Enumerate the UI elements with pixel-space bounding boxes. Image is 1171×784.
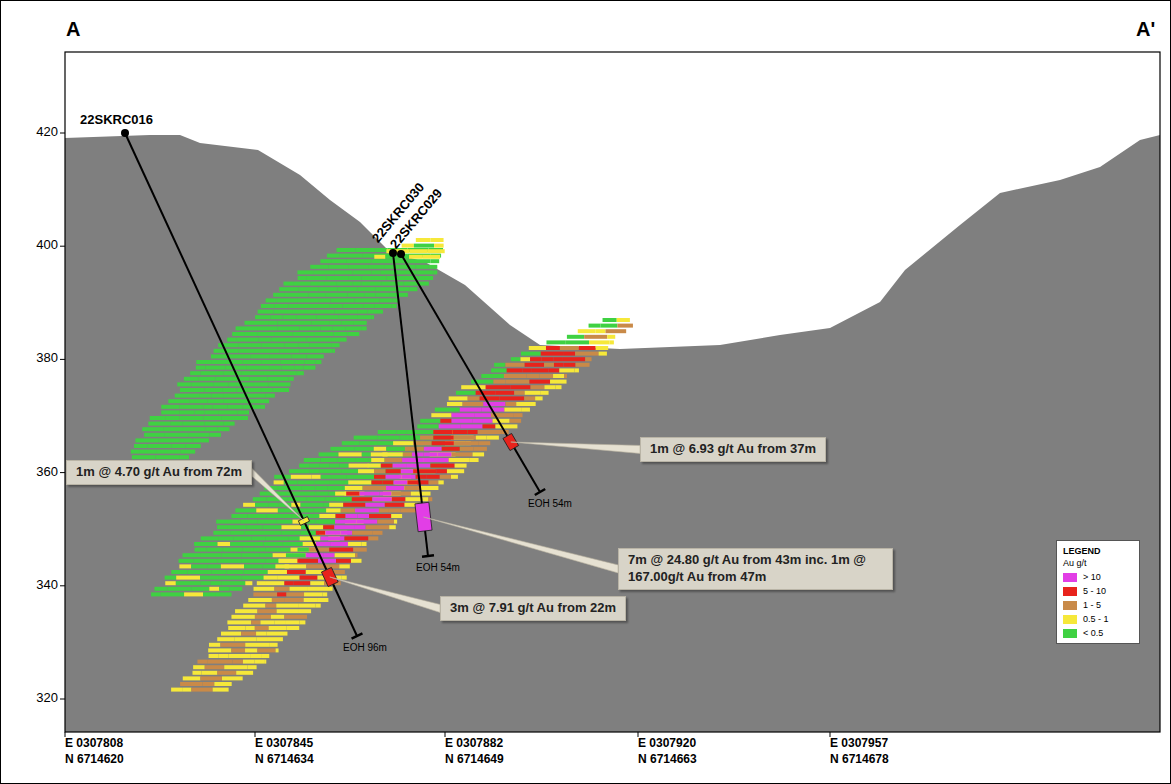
axis-tick xyxy=(60,585,65,586)
leader-line xyxy=(330,577,440,612)
axis-tick xyxy=(60,699,65,700)
axis-tick xyxy=(60,133,65,134)
legend-text: 0.5 - 1 xyxy=(1083,614,1109,624)
elevation-label: 340 xyxy=(36,578,58,593)
assay-text: 1m @ 6.93 g/t Au from 37m xyxy=(650,441,816,458)
drill-trace xyxy=(125,133,357,636)
leader-line xyxy=(511,442,640,453)
elevation-label: 420 xyxy=(36,125,58,140)
legend-row: 0.5 - 1 xyxy=(1063,614,1133,624)
drill-holes xyxy=(121,129,545,639)
legend-swatch xyxy=(1063,573,1077,582)
legend-swatch xyxy=(1063,615,1077,624)
legend-text: 5 - 10 xyxy=(1083,586,1106,596)
end-of-hole-label: EOH 96m xyxy=(343,642,387,654)
legend-row: > 10 xyxy=(1063,572,1133,582)
end-of-hole-tick xyxy=(352,633,363,638)
elevation-label: 380 xyxy=(36,351,58,366)
legend-subheading: Au g/t xyxy=(1063,558,1133,568)
end-of-hole-tick xyxy=(535,489,545,495)
legend-row: 5 - 10 xyxy=(1063,586,1133,596)
collar-dot xyxy=(121,129,129,137)
assay-callout: 3m @ 7.91 g/t Au from 22m xyxy=(440,596,626,621)
end-of-hole-tick xyxy=(422,555,434,556)
northing-label: N 6714663 xyxy=(638,753,697,767)
assay-callout: 1m @ 4.70 g/t Au from 72m xyxy=(66,460,252,485)
axis-tick xyxy=(60,472,65,473)
legend-text: > 10 xyxy=(1083,572,1101,582)
assay-callout: 1m @ 6.93 g/t Au from 37m xyxy=(640,437,826,462)
section-end-label: A xyxy=(66,18,80,41)
legend-row: < 0.5 xyxy=(1063,628,1133,638)
assay-text: 1m @ 4.70 g/t Au from 72m xyxy=(76,464,242,481)
section-end-label: A' xyxy=(1136,18,1155,41)
assay-text: 7m @ 24.80 g/t Au from 43m inc. 1m @ 167… xyxy=(628,552,883,586)
easting-label: E 0307808 xyxy=(65,737,123,751)
easting-label: E 0307920 xyxy=(638,737,696,751)
northing-label: N 6714634 xyxy=(255,753,314,767)
easting-label: E 0307845 xyxy=(255,737,313,751)
assay-text: 3m @ 7.91 g/t Au from 22m xyxy=(450,600,616,617)
drill-trace xyxy=(401,254,540,492)
elevation-label: 400 xyxy=(36,238,58,253)
elevation-label: 360 xyxy=(36,465,58,480)
legend-row: 1 - 5 xyxy=(1063,600,1133,610)
legend-heading: LEGEND xyxy=(1063,546,1133,556)
elevation-label: 320 xyxy=(36,691,58,706)
legend-text: < 0.5 xyxy=(1083,628,1103,638)
end-of-hole-label: EOH 54m xyxy=(416,562,460,574)
northing-label: N 6714620 xyxy=(65,753,124,767)
northing-label: N 6714678 xyxy=(830,753,889,767)
legend-swatch xyxy=(1063,629,1077,638)
easting-label: E 0307957 xyxy=(830,737,888,751)
legend-swatch xyxy=(1063,601,1077,610)
drill-hole-label: 22SKRC016 xyxy=(80,113,153,128)
axis-tick xyxy=(60,359,65,360)
plot-frame xyxy=(65,52,1160,732)
collar-dot xyxy=(389,249,397,257)
axis-tick xyxy=(60,246,65,247)
end-of-hole-label: EOH 54m xyxy=(528,498,572,510)
legend-text: 1 - 5 xyxy=(1083,600,1101,610)
easting-label: E 0307882 xyxy=(445,737,503,751)
assay-callout: 7m @ 24.80 g/t Au from 43m inc. 1m @ 167… xyxy=(618,548,893,590)
legend-swatch xyxy=(1063,587,1077,596)
legend-box: LEGEND Au g/t > 10 5 - 10 1 - 5 0.5 - 1 < 0.5 xyxy=(1056,540,1140,644)
northing-label: N 6714649 xyxy=(445,753,504,767)
rock-ground xyxy=(65,135,1160,732)
leader-line xyxy=(252,468,304,521)
